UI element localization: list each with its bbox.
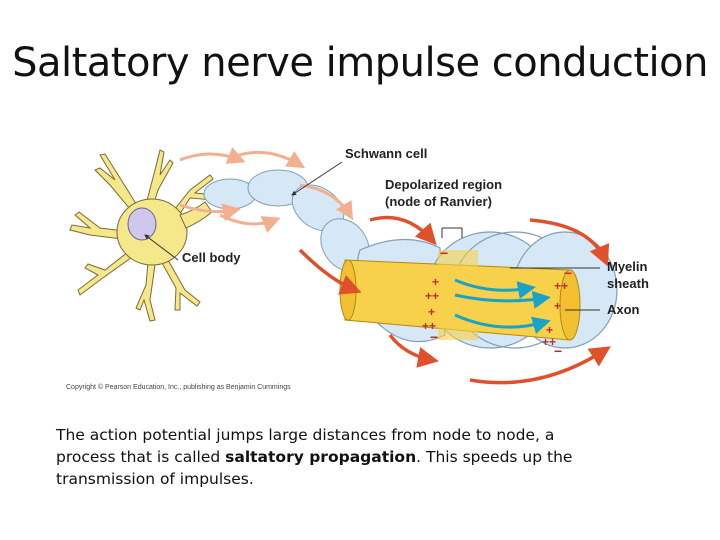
svg-text:+: + [432,275,439,289]
svg-text:++: ++ [425,289,439,303]
copyright-notice: Copyright © Pearson Education, Inc., pub… [66,383,291,391]
svg-text:++: ++ [554,279,568,293]
svg-text:−: − [430,329,438,345]
dendrites [69,149,216,322]
svg-text:++: ++ [542,335,556,349]
svg-text:++: ++ [422,319,436,333]
label-myelin: Myelin [607,259,648,274]
caption-part2: . This speeds up the transmission of imp… [56,448,573,488]
caption: The action potential jumps large distanc… [56,424,616,490]
svg-text:−: − [554,343,562,359]
svg-text:+: + [554,299,561,313]
caption-part1: The action potential jumps large distanc… [56,426,555,466]
nucleus [127,207,157,241]
label-sheath: sheath [607,276,649,291]
label-depolarized-region: Depolarized region [385,177,502,192]
svg-text:−: − [564,265,572,281]
neuron-diagram: − + ++ + ++ − − ++ + + ++ − Schwann cell… [60,130,660,395]
svg-text:+: + [546,323,553,337]
label-axon: Axon [607,302,640,317]
label-cell-body: Cell body [182,250,241,265]
current-arrows [454,278,551,334]
slide-title: Saltatory nerve impulse conduction [12,40,708,86]
label-node-of-ranvier: (node of Ranvier) [385,194,492,209]
svg-text:−: − [440,245,448,261]
local-current-arrows [298,215,611,385]
neuron-illustration: − + ++ + ++ − − ++ + + ++ − Schwann cell… [66,146,649,391]
label-leaders [144,161,600,311]
svg-text:+: + [428,305,435,319]
caption-bold-term: saltatory propagation [225,448,417,466]
label-schwann-cell: Schwann cell [345,146,427,161]
charge-signs: − + ++ + ++ − − ++ + + ++ − [422,245,572,359]
